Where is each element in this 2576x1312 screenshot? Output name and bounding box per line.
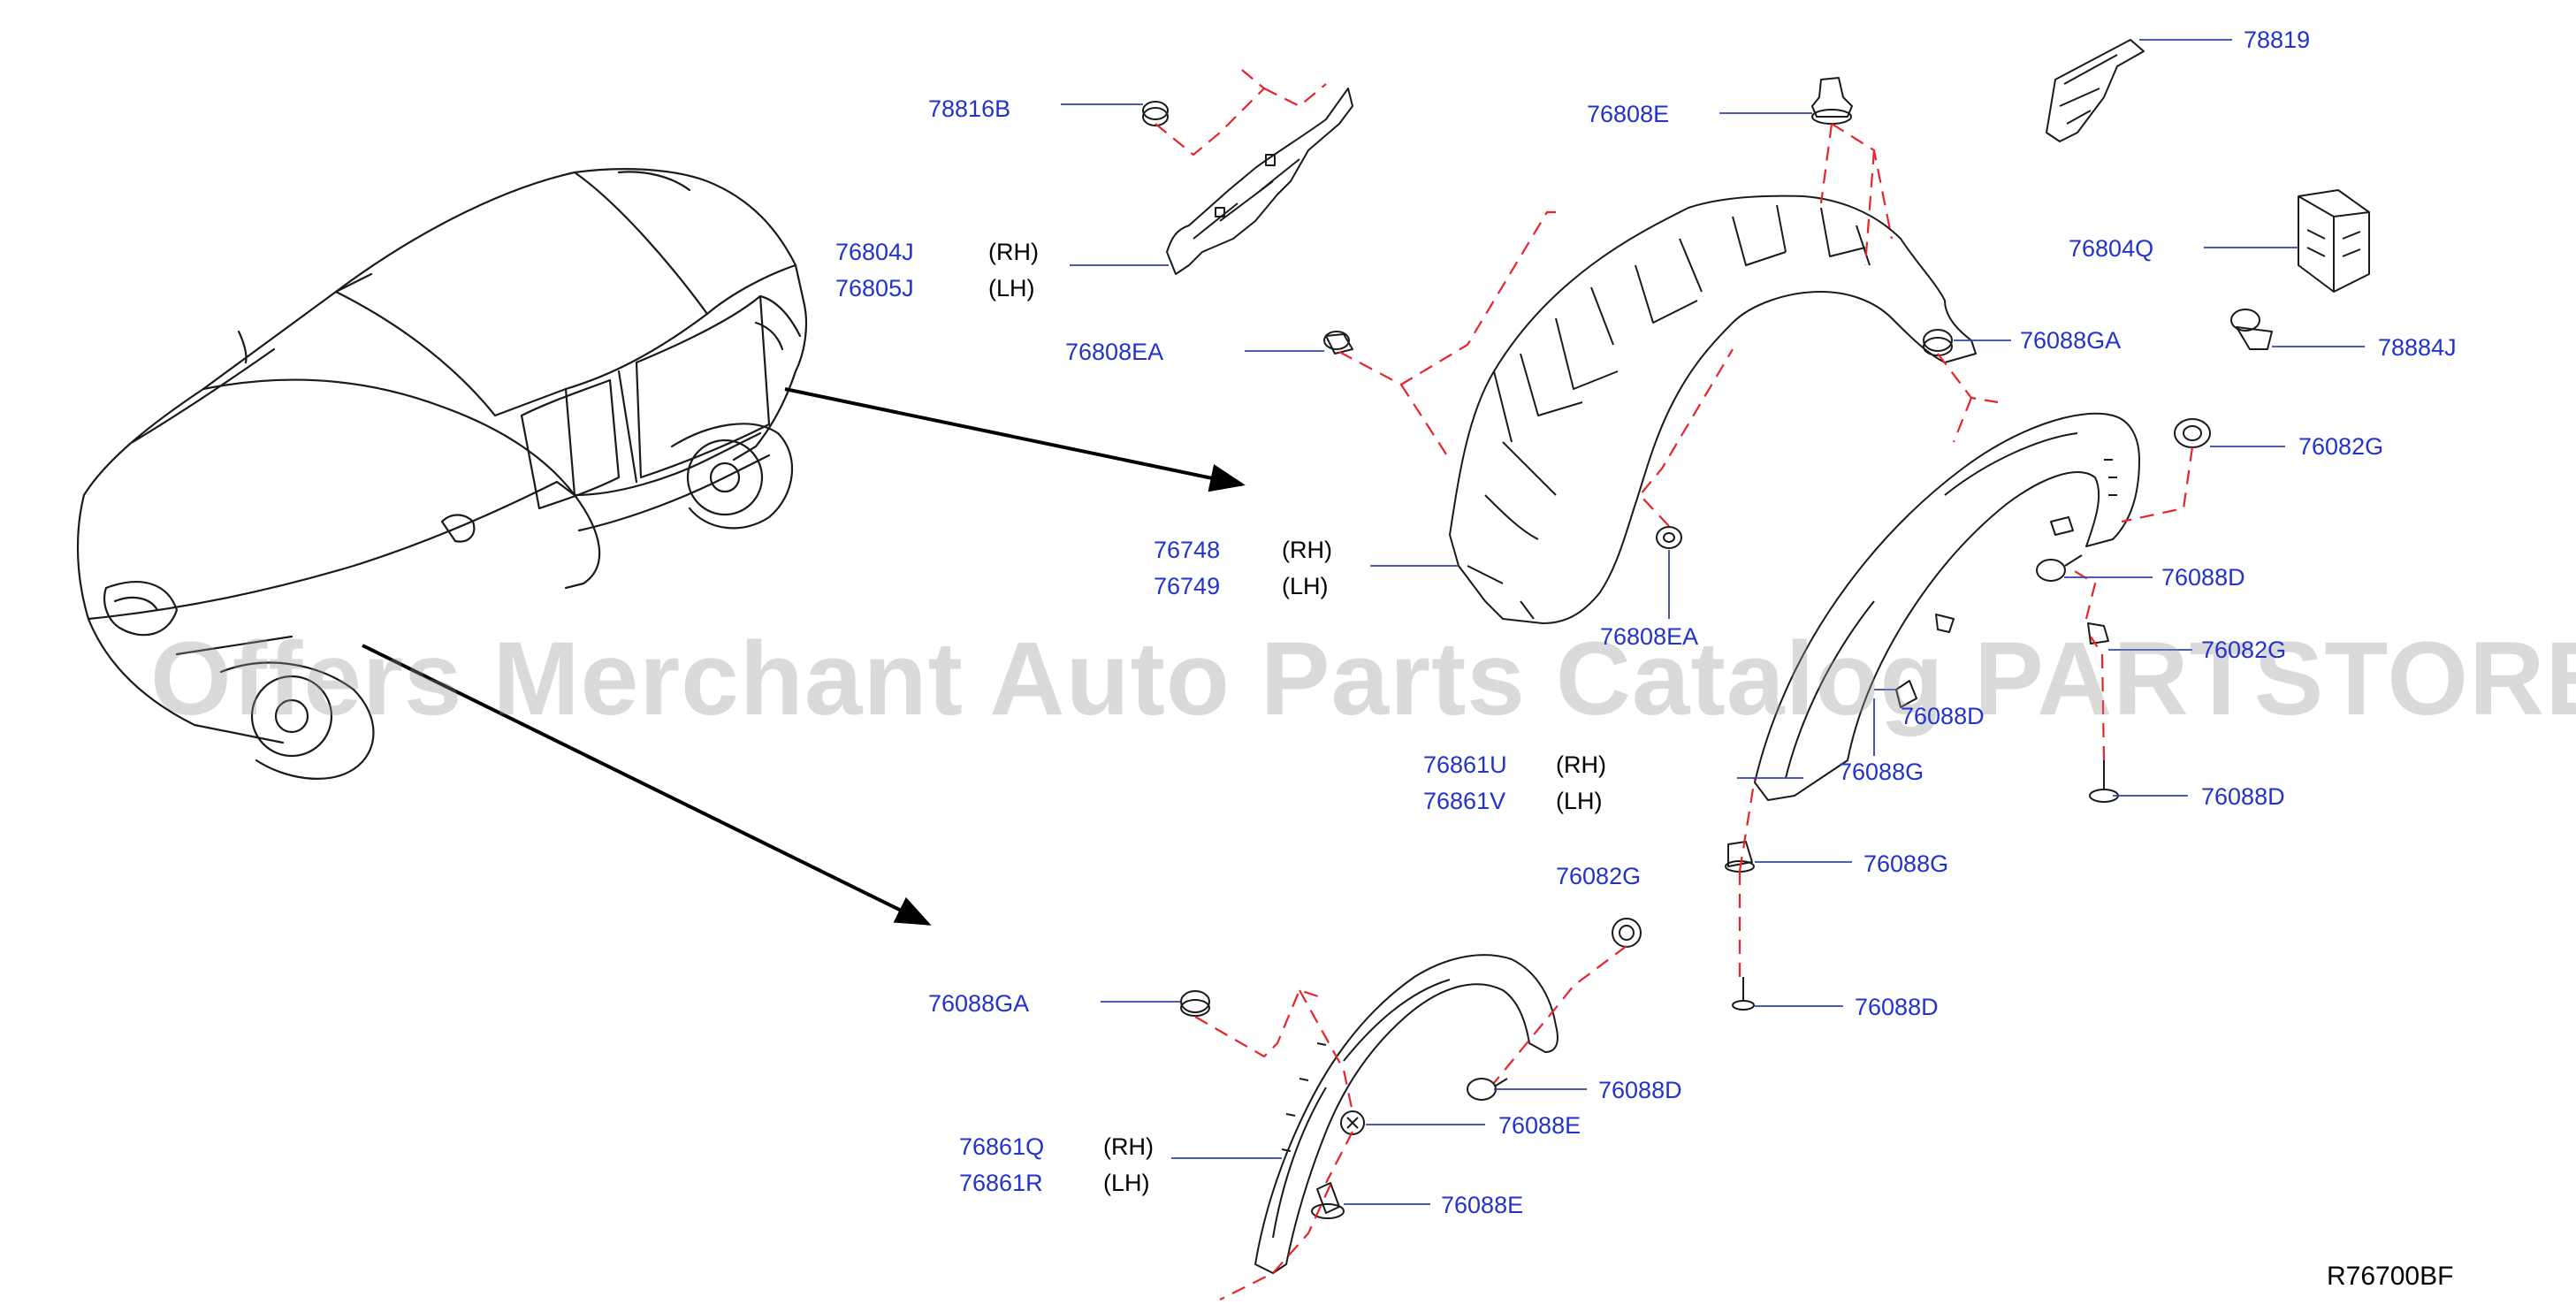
callout-76082g[interactable]: 76082G (1556, 863, 1642, 889)
callout-76748[interactable]: 76748 (1154, 537, 1221, 563)
callout-76088g[interactable]: 76088G (1863, 851, 1949, 877)
callout-76804j[interactable]: 76804J (835, 239, 914, 265)
callout-76749[interactable]: 76749 (1154, 573, 1221, 599)
callout-76805j[interactable]: 76805J (835, 275, 914, 301)
diagram-code: R76700BF (2327, 1262, 2454, 1291)
clip-76088g-upper (1895, 614, 1955, 708)
detail-arrow-front (362, 644, 932, 926)
rear-overfender (1754, 412, 2140, 801)
callout-76088ga[interactable]: 76088GA (2020, 327, 2122, 354)
trim-piece-78819 (2046, 39, 2145, 142)
clip-76088e-lower (1311, 1182, 1345, 1219)
clip-76088ga-lower (1180, 990, 1210, 1017)
side-label-rh: (RH) (988, 239, 1039, 265)
callout-76808ea[interactable]: 76808EA (1600, 623, 1699, 650)
side-label-lh: (LH) (1103, 1170, 1150, 1196)
clip-76088e-upper (1340, 1110, 1365, 1135)
callout-76808ea[interactable]: 76808EA (1065, 339, 1164, 365)
callout-76861v[interactable]: 76861V (1423, 788, 1506, 814)
callout-76082g[interactable]: 76082G (2298, 433, 2384, 460)
callout-76088g[interactable]: 76088G (1839, 759, 1924, 785)
callout-76088d[interactable]: 76088D (2161, 564, 2245, 591)
side-label-lh: (LH) (1282, 573, 1329, 599)
clip-76804q (2298, 189, 2370, 293)
callout-76808e[interactable]: 76808E (1587, 101, 1670, 127)
front-overfender (1254, 954, 1559, 1274)
callout-76088e[interactable]: 76088E (1498, 1112, 1581, 1139)
clip-76088ga-upper (1923, 329, 1953, 356)
clip-78884j (2230, 309, 2273, 350)
screw-76088d-upper (2036, 554, 2083, 582)
callout-76088d[interactable]: 76088D (1598, 1077, 1682, 1103)
callout-76088e[interactable]: 76088E (1441, 1192, 1524, 1218)
callout-76861u[interactable]: 76861U (1423, 751, 1507, 778)
clip-76082g-upper (2174, 418, 2211, 448)
clip-76082g-mid (2087, 622, 2109, 645)
fastener-76808e (1811, 77, 1853, 125)
fastener-76808ea-bottom (1656, 526, 1682, 549)
bracket-part (1166, 88, 1353, 275)
side-label-lh: (LH) (988, 275, 1035, 301)
callout-78819[interactable]: 78819 (2244, 27, 2311, 53)
callout-76861q[interactable]: 76861Q (959, 1133, 1045, 1160)
callout-76088ga[interactable]: 76088GA (928, 990, 1030, 1017)
callout-76088d[interactable]: 76088D (2201, 783, 2285, 810)
fastener-78816b (1142, 101, 1169, 126)
wheelhouse-liner (1449, 195, 1977, 624)
callout-76804q[interactable]: 76804Q (2069, 235, 2154, 262)
clip-76082g-lower (1612, 918, 1642, 948)
assembly-lines (1155, 65, 2194, 1301)
watermark: Offers Merchant Auto Parts Catalog PARTS… (150, 621, 2576, 737)
detail-arrow-rear (784, 387, 1246, 492)
callout-76088d[interactable]: 76088D (1855, 994, 1939, 1020)
side-label-rh: (RH) (1282, 537, 1332, 563)
callout-76082g[interactable]: 76082G (2201, 637, 2287, 663)
side-label-rh: (RH) (1103, 1133, 1154, 1160)
screw-76088d-lower (1732, 977, 1755, 1011)
leader-lines (1061, 39, 2365, 1205)
side-label-lh: (LH) (1556, 788, 1603, 814)
callout-76861r[interactable]: 76861R (959, 1170, 1043, 1196)
callout-78884j[interactable]: 78884J (2378, 334, 2457, 361)
side-label-rh: (RH) (1556, 751, 1606, 778)
callout-78816b[interactable]: 78816B (928, 95, 1011, 122)
fastener-76808ea-top (1323, 331, 1353, 355)
vehicle-illustration (76, 168, 808, 780)
callout-76088d[interactable]: 76088D (1901, 703, 1985, 729)
